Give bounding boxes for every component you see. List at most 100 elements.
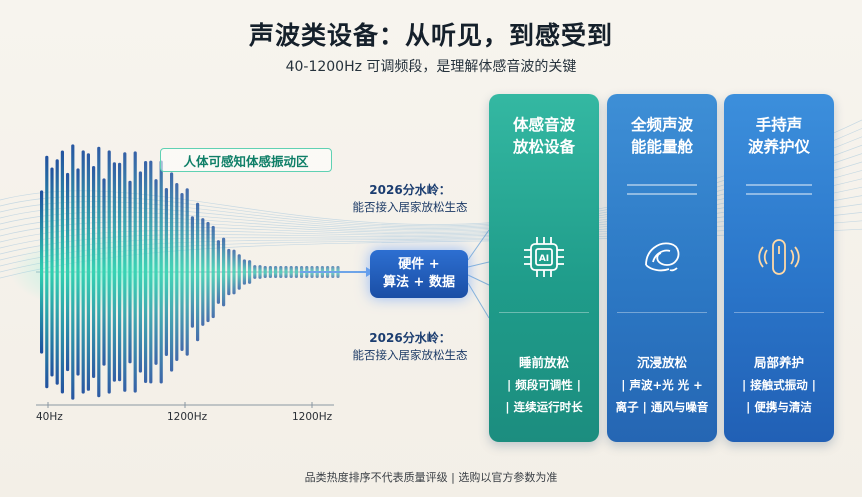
waveform-bar: [154, 179, 158, 365]
waveform-bar: [237, 254, 241, 290]
fine-print-bar-2: [746, 193, 812, 195]
fine-print-bar-2: [627, 193, 697, 195]
waveform-bar: [258, 265, 262, 279]
card-full-band-energy-pod[interactable]: 全频声波 能能量舱 沉浸放松 | 声波+光 光 + 离子 | 通风与噪音: [607, 94, 717, 442]
waveform-bar: [175, 183, 179, 361]
card-title-line-2: 放松设备: [512, 138, 575, 156]
waveform-bar: [268, 266, 272, 278]
fine-print-bar-1: [627, 184, 697, 186]
handheld-sound-device-icon: [754, 232, 804, 282]
card-divider: [617, 312, 707, 313]
waveform-bar: [81, 150, 85, 394]
waveform-bar: [180, 193, 184, 351]
watershed-bottom-text: 能否接入居家放松生态: [352, 348, 468, 362]
watershed-bottom-title: 2026分水岭：: [369, 331, 451, 345]
ai-chip-icon: AI: [519, 232, 569, 282]
waveform-bar: [253, 265, 257, 279]
waveform-bar: [45, 155, 49, 389]
card-divider: [499, 312, 589, 313]
watershed-note-top: 2026分水岭： 能否接入居家放松生态: [340, 182, 480, 216]
card-title-line-2: 能能量舱: [630, 138, 693, 156]
fine-print-bar-1: [746, 184, 812, 186]
waveform-bar: [289, 266, 293, 278]
hub-line-1: 硬件 +: [398, 257, 440, 272]
waveform-bar: [50, 167, 54, 377]
waveform-bar: [211, 225, 215, 319]
card-feature-1: | 频段可调性 |: [507, 378, 581, 392]
x-axis-ticks: [47, 402, 313, 408]
waveform-bar: [92, 165, 96, 379]
waveform-bar: [164, 188, 168, 356]
waveform-bar: [284, 266, 288, 278]
card-handheld-sound-care-device[interactable]: 手持声 波养护仪 局部养护 | 接触式振动 | | 便携与清洁: [724, 94, 834, 442]
watershed-top-title: 2026分水岭：: [369, 183, 451, 197]
watershed-top-text: 能否接入居家放松生态: [352, 200, 468, 214]
card-title-line-1: 手持声: [755, 116, 803, 134]
card-scenario: 沉浸放松: [636, 355, 687, 370]
card-feature-2: | 便携与清洁: [746, 400, 812, 414]
waveform-bar: [118, 162, 122, 382]
waveform-bar: [196, 202, 200, 342]
waveform-bar: [112, 162, 116, 382]
waveform-bar: [144, 161, 148, 383]
svg-text:AI: AI: [539, 254, 549, 264]
shell-icon: [637, 232, 687, 282]
waveform-bar: [206, 221, 210, 323]
waveform-bar: [128, 180, 132, 364]
card-feature-2: | 连续运行时长: [505, 400, 583, 414]
waveform-bar: [71, 144, 75, 400]
waveform-bar: [97, 146, 101, 398]
card-title-line-2: 波养护仪: [747, 138, 810, 156]
waveform-bar: [102, 178, 106, 366]
watershed-note-bottom: 2026分水岭： 能否接入居家放松生态: [340, 330, 480, 364]
waveform-bar: [76, 168, 80, 376]
waveform-bar: [40, 190, 44, 354]
waveform-bar: [159, 160, 163, 384]
waveform-bar: [123, 152, 127, 392]
card-title: 手持声 波养护仪: [724, 114, 834, 158]
card-title-line-1: 全频声波: [630, 116, 693, 134]
axis-label-1200hz-end: 1200Hz: [292, 411, 333, 423]
waveform-bar: [86, 153, 90, 391]
waveform-bar: [190, 216, 194, 328]
waveform-bar: [216, 240, 220, 304]
waveform-bar: [274, 266, 278, 278]
waveform-bar: [60, 150, 64, 394]
waveform-bar: [227, 248, 231, 296]
waveform-bar: [66, 172, 70, 372]
page-title: 声波类设备：从听见，到感受到: [248, 21, 613, 50]
connector-lines: [467, 229, 490, 319]
card-title-line-1: 体感音波: [512, 116, 575, 134]
hub-line-2: 算法 + 数据: [383, 275, 455, 290]
waveform-bar: [201, 218, 205, 326]
waveform-bar: [170, 172, 174, 372]
page-subtitle: 40-1200Hz 可调频段，是理解体感音波的关键: [285, 59, 577, 75]
card-divider: [734, 312, 824, 313]
card-feature-1: | 接触式振动 |: [742, 378, 816, 392]
card-fine-print: [615, 180, 709, 195]
hardware-algorithm-data-hub: 硬件 + 算法 + 数据: [370, 250, 468, 298]
card-fine-print: [732, 180, 826, 195]
footer-disclaimer: 品类热度排序不代表质量评级 | 选购以官方参数为准: [304, 471, 558, 484]
card-title: 全频声波 能能量舱: [607, 114, 717, 158]
waveform-bar: [55, 159, 59, 385]
waveform-bar: [279, 266, 283, 278]
card-title: 体感音波 放松设备: [489, 114, 599, 158]
waveform-bar: [263, 266, 267, 278]
card-scenario: 局部养护: [753, 355, 804, 370]
waveform-bar: [185, 188, 189, 356]
perceptible-zone-label: 人体可感知体感振动区: [160, 148, 332, 172]
waveform-bar: [294, 266, 298, 278]
waveform-bar: [242, 259, 246, 285]
waveform-bar: [232, 249, 236, 295]
card-scenario: 睡前放松: [518, 355, 569, 370]
waveform-bar: [222, 237, 226, 307]
waveform-bar: [133, 151, 137, 393]
card-feature-1: | 声波+光 光 +: [621, 378, 703, 392]
card-body-sound-relax-device[interactable]: 体感音波 放松设备 AI 睡前放松 | 频段可调性 | | 连续运行时长: [489, 94, 599, 442]
card-feature-2: 离子 | 通风与噪音: [615, 400, 709, 414]
waveform-bar: [138, 171, 142, 373]
axis-label-40hz: 40Hz: [36, 411, 63, 423]
axis-label-1200hz-mid: 1200Hz: [167, 411, 208, 423]
waveform-bar: [149, 160, 153, 384]
